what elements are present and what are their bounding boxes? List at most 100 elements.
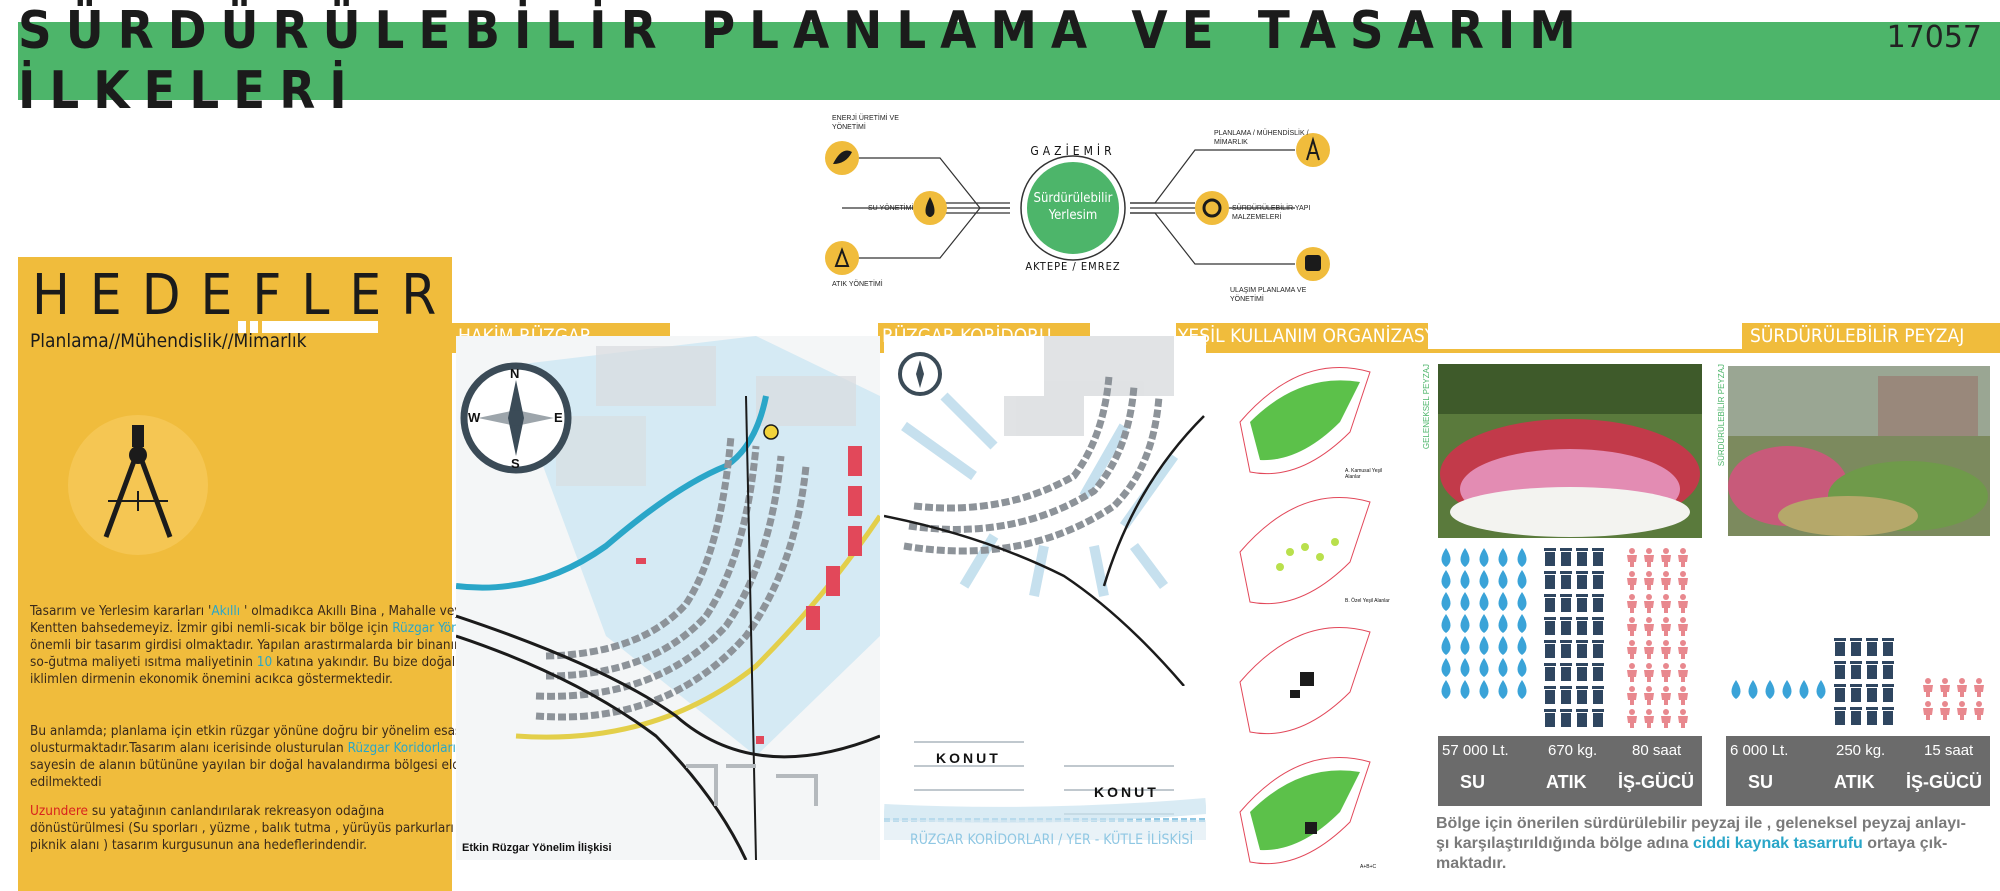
section-title-yesil: YEŞİL KULLANIM ORGANİZASYONU [1178,325,1473,347]
person-icon [1661,640,1671,659]
trash-bin-icon [1850,707,1862,725]
trash-bin-icon [1576,663,1588,681]
stat-su-value: 57 000 Lt. [1442,742,1509,759]
title-bar: SÜRDÜRÜLEBİLİR PLANLAMA VE TASARIM İLKEL… [18,1,2000,121]
hub-center-line1: Sürdürülebilir [1033,191,1113,206]
water-drop-icon [1517,614,1527,633]
water-drop-icon [1441,680,1451,699]
stat-isgucu-label: İŞ-GÜCÜ [1618,772,1694,792]
water-drop-icon [1765,680,1775,699]
water-drop-icon [1498,636,1508,655]
trash-bin-icon [1544,548,1556,566]
compass-w: W [468,410,481,425]
ruzgar-section-diagram: KONUT KONUT RÜZGAR KORİDORLARI / YER - K… [883,720,1207,860]
water-drop-icon [1731,680,1741,699]
konut-label-2: KONUT [1094,784,1159,800]
trash-bin-icon [1544,640,1556,658]
person-icon [1661,709,1671,728]
hub-connector-lines [825,133,1330,281]
water-drop-icon [1816,680,1826,699]
trash-bin-icon [1560,548,1572,566]
stats-surdurulebilir: 6 000 Lt. SU 250 kg. ATIK 15 saat İŞ-GÜC… [1726,736,1990,806]
stat-isgucu-value: 80 saat [1632,742,1682,759]
stat2-isgucu-value: 15 saat [1924,742,1974,759]
hub-arc-top: GAZİEMİR [1030,144,1116,158]
stat2-atik-label: ATIK [1834,772,1875,792]
trash-bin-icon [1544,594,1556,612]
trash-bin-icon [1850,638,1862,656]
person-icon [1678,594,1688,613]
water-drop-icon [1498,592,1508,611]
person-icon [1678,617,1688,636]
hub-item-water: SU YÖNETİMİ [868,205,914,212]
water-drop-icon [1517,680,1527,699]
stat-atik-label: ATIK [1546,772,1587,792]
trash-bin-icon [1866,638,1878,656]
stats-geleneksel: 57 000 Lt. SU 670 kg. ATIK 80 saat İŞ-GÜ… [1438,736,1702,806]
person-icon [1940,678,1950,697]
water-drop-icon [1441,658,1451,677]
water-drop-icon [1460,680,1470,699]
person-icon [1627,571,1637,590]
strip-underline [452,349,2000,353]
section-caption: RÜZGAR KORİDORLARI / YER - KÜTLE İLİSKİS… [910,832,1194,848]
trash-bin-icon [1576,594,1588,612]
water-drop-icon [1498,570,1508,589]
person-icon [1644,617,1654,636]
hub-item-materials: SÜRDÜRÜLEBİLİR YAPI MALZEMELERİ [1232,205,1311,221]
geleneksel-label: GELENEKSEL PEYZAJ [1422,364,1431,450]
person-icon [1627,617,1637,636]
compass-s: S [511,456,520,471]
hub-center-label: Sürdürülebilir Yerlesim [1025,190,1121,224]
hub-item-energy: ENERJİ ÜRETİMİ VE YÖNETİMİ [832,115,899,131]
trash-bin-icon [1576,686,1588,704]
trash-bin-icon [1560,571,1572,589]
water-drop-icon [1479,592,1489,611]
trash-bin-icon [1560,640,1572,658]
trash-bin-icon [1866,661,1878,679]
person-icon [1627,548,1637,567]
trash-bin-icon [1882,707,1894,725]
drafting-compass-icon [68,415,208,555]
strip-peyzaj [1742,323,2000,349]
trash-bin-icon [1834,707,1846,725]
person-icon [1644,709,1654,728]
section-title-peyzaj: SÜRDÜRÜLEBİLİR PEYZAJ [1750,325,1965,347]
trash-bin-icon [1850,661,1862,679]
trash-bin-icon [1592,571,1604,589]
trash-bin-icon [1576,617,1588,635]
trash-bin-icon [1576,709,1588,727]
hub-item-transport: ULAŞIM PLANLAMA VE YÖNETİMİ [1230,287,1307,303]
water-drop-icon [1441,614,1451,633]
surdurulebilir-label: SÜRDÜRÜLEBİLİR PEYZAJ [1717,364,1726,467]
trash-bin-icon [1544,709,1556,727]
person-icon [1661,594,1671,613]
trash-bin-icon [1850,684,1862,702]
stat2-su-label: SU [1748,772,1774,792]
trash-bin-icon [1592,548,1604,566]
person-icon [1644,686,1654,705]
strip-yesil [1176,323,1428,349]
water-drop-icon [1460,548,1470,567]
peyzaj-comparison-text: Bölge için önerilen sürdürülebilir peyza… [1436,815,1966,872]
person-icon [1644,594,1654,613]
water-drop-icon [1498,680,1508,699]
green-label-b: B. Özel Yeşil Alanlar [1345,598,1390,604]
water-drop-icon [1479,548,1489,567]
person-icon [1923,678,1933,697]
person-icon [1923,701,1933,720]
surdurulebilir-peyzaj-photo [1728,366,1990,536]
person-icon [1644,663,1654,682]
person-icon [1974,701,1984,720]
person-icon [1627,686,1637,705]
konut-label-1: KONUT [936,750,1001,766]
hedefler-subtitle: Planlama//Mühendislik//Mimarlık [30,330,307,352]
hub-item-planning: PLANLAMA / MÜHENDİSLİK / MİMARLIK [1214,130,1309,146]
water-drop-icon [1441,636,1451,655]
trash-bin-icon [1866,707,1878,725]
trash-bin-icon [1834,638,1846,656]
trash-bin-icon [1560,686,1572,704]
trash-bin-icon [1866,684,1878,702]
hedefler-paragraph-1: Tasarım ve Yerlesim kararları 'Akıllı ' … [30,603,469,687]
person-icon [1627,594,1637,613]
